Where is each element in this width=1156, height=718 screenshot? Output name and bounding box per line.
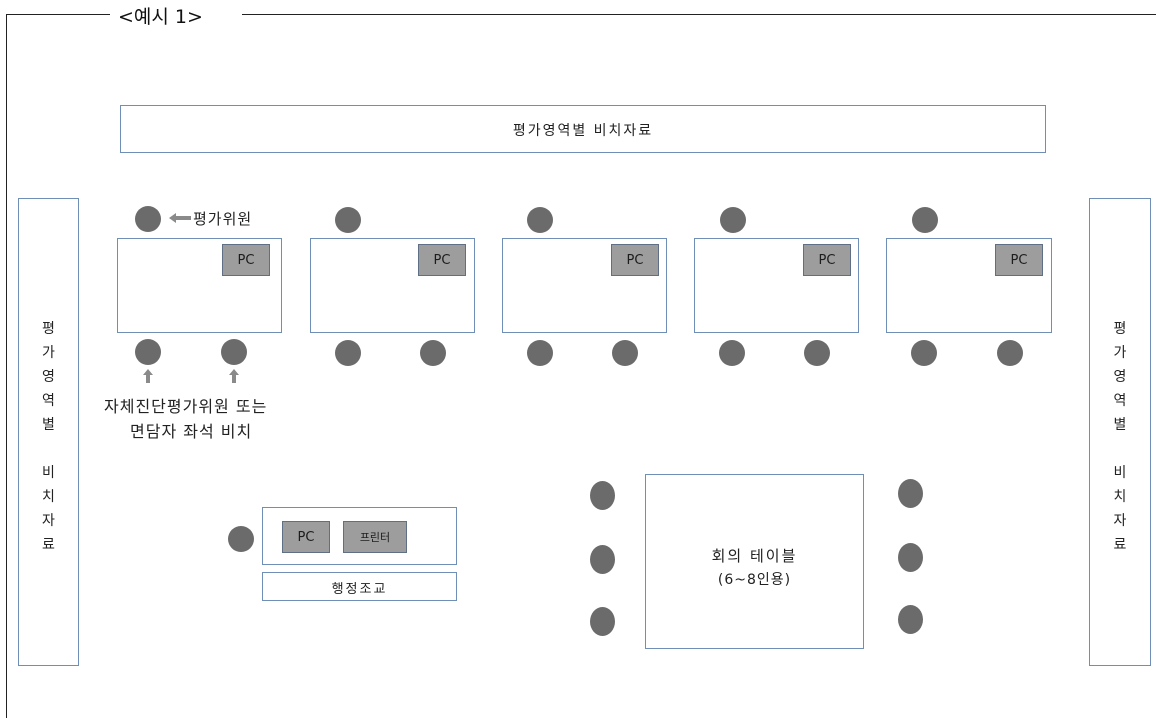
interviewee-seat [420,340,446,366]
evaluation-desk: PC [694,238,859,333]
frame-left-line [6,14,7,718]
admin-name-label: 행정조교 [331,582,388,597]
top-shelf-label: 평가영역별 비치자료 [512,123,654,139]
meeting-seat [590,481,615,510]
evaluator-seat [912,207,938,233]
interviewee-seat [221,339,247,365]
interviewee-seat [335,340,361,366]
evaluator-seat [527,207,553,233]
arrow-left-icon [169,213,191,223]
meeting-seat [898,605,923,634]
pc-monitor: PC [418,244,466,276]
frame-title: <예시 1> [118,6,203,28]
interviewee-seat [997,340,1023,366]
meeting-seat [590,545,615,574]
evaluator-seat [335,207,361,233]
admin-nameplate: 행정조교 [262,572,457,601]
evaluation-desk: PC [117,238,282,333]
meeting-table-capacity: (6~8인용) [717,572,792,588]
evaluation-desk: PC [310,238,475,333]
admin-pc: PC [282,521,330,553]
meeting-seat [898,479,923,508]
top-reference-shelf: 평가영역별 비치자료 [120,105,1046,153]
pc-monitor: PC [803,244,851,276]
admin-desk: PC 프린터 [262,507,457,565]
interviewee-seat [804,340,830,366]
evaluator-seat [720,207,746,233]
meeting-seat [898,543,923,572]
right-shelf-label: 평 가 영 역 별 비 치 자 료 [1113,321,1127,553]
meeting-table: 회의 테이블 (6~8인용) [645,474,864,649]
arrow-up-icon [143,369,153,383]
frame-top-line-left [6,14,110,15]
evaluator-seat [135,206,161,232]
pc-monitor: PC [995,244,1043,276]
evaluation-desk: PC [502,238,667,333]
admin-seat [228,526,254,552]
right-reference-shelf: 평 가 영 역 별 비 치 자 료 [1089,198,1151,666]
evaluation-desk: PC [886,238,1052,333]
pc-monitor: PC [222,244,270,276]
meeting-table-name: 회의 테이블 [711,547,798,565]
seat-note-line2: 면담자 좌석 비치 [130,422,253,441]
seat-note-line1: 자체진단평가위원 또는 [104,397,268,416]
frame-top-line-right [242,14,1156,15]
evaluator-legend-label: 평가위원 [193,210,253,228]
interviewee-seat [911,340,937,366]
printer: 프린터 [343,521,407,553]
meeting-seat [590,607,615,636]
pc-monitor: PC [611,244,659,276]
left-reference-shelf: 평 가 영 역 별 비 치 자 료 [18,198,79,666]
interviewee-seat [612,340,638,366]
interviewee-seat [527,340,553,366]
arrow-up-icon [229,369,239,383]
left-shelf-label: 평 가 영 역 별 비 치 자 료 [42,321,55,553]
interviewee-seat [719,340,745,366]
interviewee-seat [135,339,161,365]
